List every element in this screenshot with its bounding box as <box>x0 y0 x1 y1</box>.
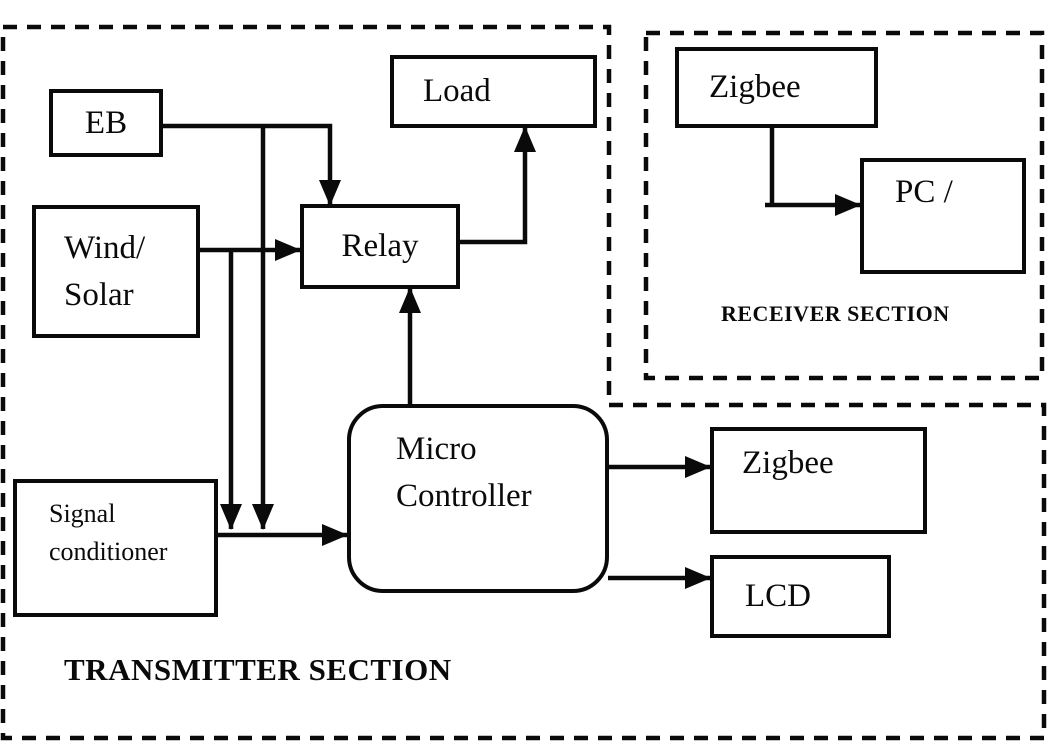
transmitter-section-boundary <box>0 24 1047 741</box>
receiver-zigbee-node: Zigbee <box>675 47 878 128</box>
load-label: Load <box>423 73 491 109</box>
signal-conditioner-label-line2: conditioner <box>49 537 168 566</box>
transmitter-zigbee-node: Zigbee <box>710 427 927 534</box>
signal-conditioner-label-line1: Signal <box>49 499 116 528</box>
relay-label: Relay <box>341 228 419 264</box>
lcd-node: LCD <box>710 555 891 638</box>
receiver-section-boundary <box>643 30 1045 381</box>
signal-conditioner-node: Signal conditioner <box>13 479 218 617</box>
pc-node: PC / <box>860 158 1026 274</box>
edge-receiver-zigbee-to-pc <box>765 128 860 205</box>
micro-controller-label-line2: Controller <box>396 478 532 514</box>
eb-label: EB <box>84 104 128 141</box>
transmitter-section-title: TRANSMITTER SECTION <box>64 652 452 687</box>
micro-controller-node: Micro Controller <box>347 404 609 593</box>
lcd-label: LCD <box>745 578 811 614</box>
pc-label: PC / <box>895 174 953 210</box>
eb-node: EB <box>49 89 163 157</box>
wind-solar-label-line1: Wind/ <box>64 229 146 266</box>
receiver-section-title: RECEIVER SECTION <box>721 301 950 326</box>
wind-solar-label-line2: Solar <box>64 276 134 313</box>
relay-node: Relay <box>300 204 460 289</box>
receiver-zigbee-label: Zigbee <box>709 69 801 105</box>
wind-solar-node: Wind/ Solar <box>32 205 200 338</box>
micro-controller-label-line1: Micro <box>396 431 477 467</box>
edge-eb-to-relay <box>163 123 341 206</box>
load-node: Load <box>390 55 597 128</box>
edge-relay-to-load <box>459 126 536 245</box>
transmitter-zigbee-label: Zigbee <box>742 445 834 481</box>
